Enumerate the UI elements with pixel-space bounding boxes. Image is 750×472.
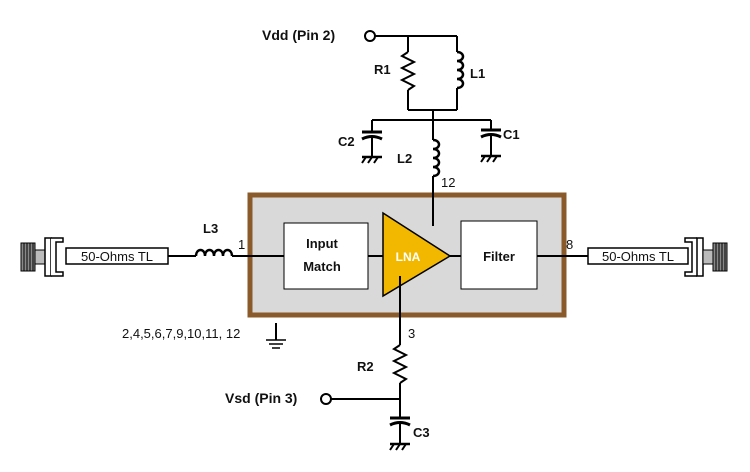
input-match-label-2: Match <box>303 259 341 274</box>
package-ground-symbol <box>266 323 286 349</box>
filter-label: Filter <box>483 249 515 264</box>
c2-label: C2 <box>338 134 355 149</box>
l3-inductor <box>194 248 234 257</box>
input-match-block: Input Match <box>283 222 369 290</box>
c2-capacitor <box>361 120 383 164</box>
r1-resistor <box>399 51 417 91</box>
vdd-label: Vdd (Pin 2) <box>262 27 335 43</box>
pin-8-label: 8 <box>566 237 573 252</box>
l2-label: L2 <box>397 151 412 166</box>
c3-capacitor <box>389 416 411 451</box>
pin-1-label: 1 <box>238 237 245 252</box>
pin-12-label: 12 <box>441 175 455 190</box>
vsd-terminal <box>320 393 332 405</box>
c1-label: C1 <box>503 127 520 142</box>
right-tline-label: 50-Ohms TL <box>602 249 674 264</box>
vdd-terminal <box>364 30 376 42</box>
filter-block: Filter <box>460 220 538 290</box>
c1-capacitor <box>480 120 502 163</box>
left-tline-label: 50-Ohms TL <box>81 249 153 264</box>
ground-pins-label: 2,4,5,6,7,9,10,11, 12 <box>122 326 240 341</box>
right-tline <box>587 247 689 265</box>
input-match-label-1: Input <box>306 236 338 251</box>
l1-label: L1 <box>470 66 485 81</box>
r1-label: R1 <box>374 62 391 77</box>
l1-inductor <box>456 50 465 90</box>
lna-label: LNA <box>396 250 421 264</box>
vsd-label: Vsd (Pin 3) <box>225 390 297 406</box>
c3-label: C3 <box>413 425 430 440</box>
left-sma-connector <box>20 237 64 277</box>
lna-amplifier: LNA <box>382 211 452 298</box>
l3-label: L3 <box>203 221 218 236</box>
r2-resistor <box>391 344 409 384</box>
right-sma-connector <box>684 237 728 277</box>
pin-3-label: 3 <box>408 326 415 341</box>
r2-label: R2 <box>357 359 374 374</box>
l2-inductor <box>432 138 441 178</box>
